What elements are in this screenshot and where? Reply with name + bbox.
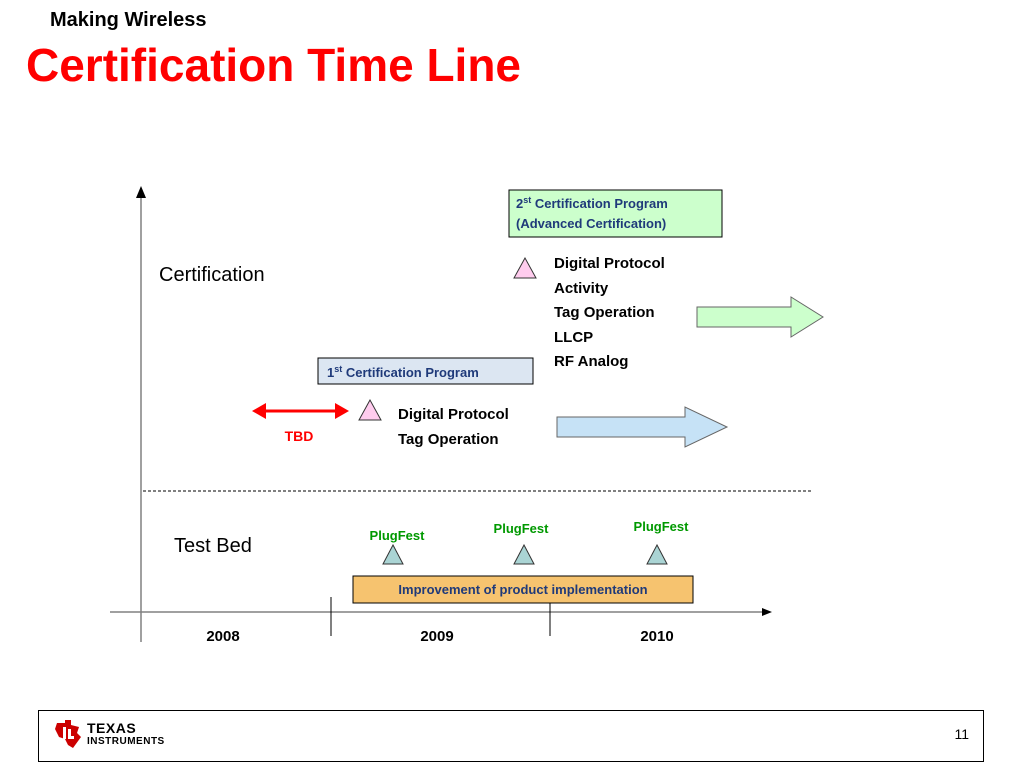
second-program-item: LLCP (554, 329, 593, 346)
second-program-item: Tag Operation (554, 304, 655, 321)
first-program-item: Digital Protocol (398, 406, 509, 423)
year-label-2010: 2010 (640, 628, 673, 645)
second-program-item: RF Analog (554, 353, 628, 370)
company-line-1: TEXAS (87, 720, 137, 736)
first-program-item: Tag Operation (398, 431, 499, 448)
tbd-arrow-right-head (335, 403, 349, 419)
plugfest-triangle-icon (513, 543, 535, 565)
plugfest-triangle-icon (382, 543, 404, 565)
plugfest-label: PlugFest (634, 519, 690, 534)
second-program-line2: (Advanced Certification) (516, 216, 666, 231)
footer-bar: TEXAS INSTRUMENTS 11 (38, 710, 984, 762)
company-line-2: INSTRUMENTS (87, 736, 165, 747)
plugfest-triangle-icon (646, 543, 668, 565)
second-program-item: Activity (554, 280, 609, 297)
plugfest-label: PlugFest (494, 521, 550, 536)
tbd-arrow-left-head (252, 403, 266, 419)
company-name: TEXAS INSTRUMENTS (87, 720, 165, 748)
second-program-triangle-icon (513, 256, 537, 279)
improvement-box (352, 575, 694, 604)
tbd-label: TBD (285, 428, 314, 444)
second-program-line1: 2st Certification Program (516, 195, 668, 211)
second-program-item: Digital Protocol (554, 255, 665, 272)
slide-title: Certification Time Line (26, 39, 522, 91)
year-label-2008: 2008 (206, 628, 239, 645)
label-test-bed: Test Bed (174, 535, 252, 557)
second-program-arrow (696, 296, 824, 338)
page-number: 11 (954, 726, 969, 742)
year-label-2009: 2009 (420, 628, 453, 645)
timeline-diagram: Certification Test Bed 2008 2009 2010 2s… (110, 186, 824, 645)
improvement-label: Improvement of product implementation (398, 582, 647, 597)
plugfest-label: PlugFest (370, 528, 426, 543)
second-program-box (508, 189, 723, 238)
first-program-arrow (556, 406, 729, 448)
texas-instruments-logo-icon (55, 720, 81, 748)
label-certification: Certification (159, 264, 265, 286)
x-axis-arrowhead (762, 608, 772, 616)
first-program-label: 1st Certification Program (327, 364, 479, 380)
first-program-triangle-icon (358, 398, 382, 421)
y-axis-arrowhead (136, 186, 146, 198)
first-program-box (317, 357, 534, 385)
supertitle: Making Wireless (50, 9, 207, 31)
